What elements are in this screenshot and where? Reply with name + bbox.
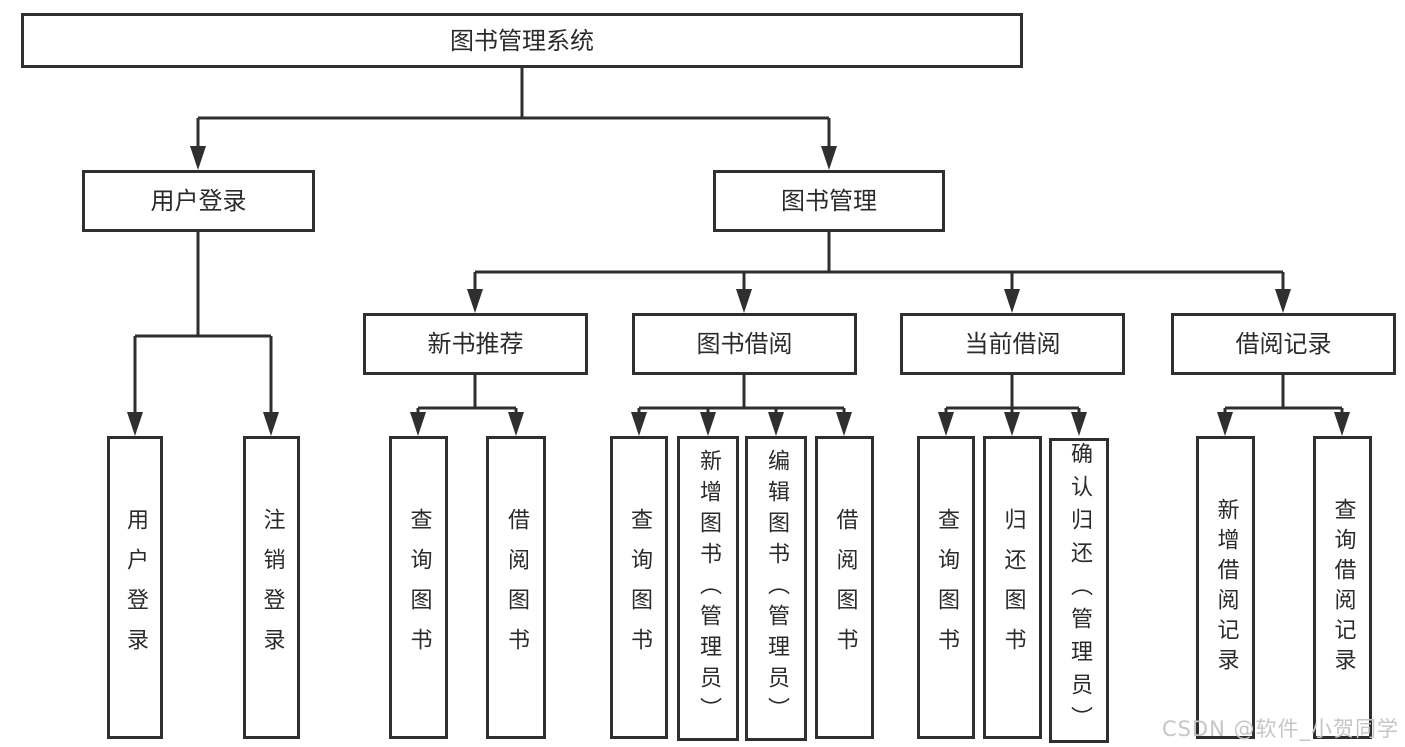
leaf-query-books-current: 查询图书 xyxy=(917,436,975,739)
node-book-management: 图书管理 xyxy=(713,170,945,232)
node-borrow-records: 借阅记录 xyxy=(1171,313,1396,375)
node-user-login: 用户登录 xyxy=(82,170,315,232)
node-current-borrow: 当前借阅 xyxy=(900,313,1125,375)
leaf-add-borrow-record: 新增借阅记录 xyxy=(1196,436,1255,739)
leaf-query-borrow-record: 查询借阅记录 xyxy=(1313,436,1372,739)
leaf-user-login: 用户登录 xyxy=(107,436,163,739)
leaf-borrow-books-recommend: 借阅图书 xyxy=(486,436,546,739)
csdn-watermark: CSDN @软件_小贺同学 xyxy=(1161,717,1399,741)
leaf-add-book-admin: 新增图书（管理员） xyxy=(677,436,739,741)
node-new-book-recommend: 新书推荐 xyxy=(363,313,588,375)
node-book-borrow: 图书借阅 xyxy=(632,313,857,375)
node-root: 图书管理系统 xyxy=(21,13,1023,68)
leaf-query-books-borrow: 查询图书 xyxy=(610,436,668,739)
leaf-edit-book-admin: 编辑图书（管理员） xyxy=(745,436,807,741)
leaf-confirm-return-admin: 确认归还（管理员） xyxy=(1049,438,1109,743)
leaf-return-book: 归还图书 xyxy=(983,436,1042,739)
leaf-borrow-books-borrow: 借阅图书 xyxy=(815,436,874,739)
leaf-query-books-recommend: 查询图书 xyxy=(389,436,448,739)
leaf-logout: 注销登录 xyxy=(243,436,300,739)
